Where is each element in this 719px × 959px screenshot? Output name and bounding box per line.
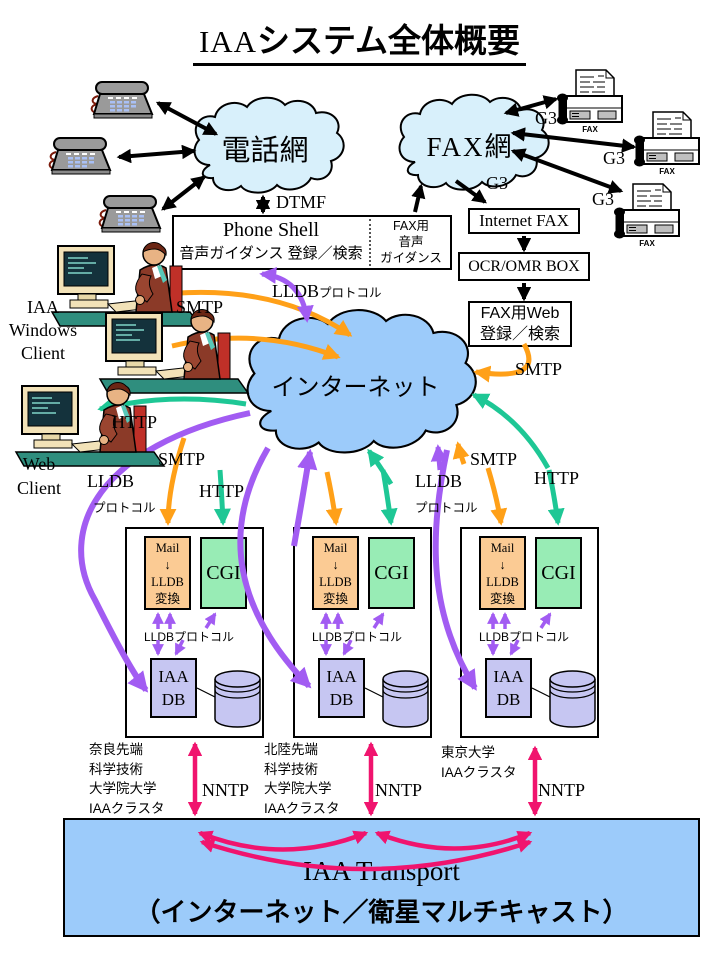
telephone-icon	[98, 195, 161, 233]
transport-subtitle: （インターネット／衛星マルチキャスト）	[134, 897, 629, 927]
ocr-omr-box: OCR/OMR BOX	[458, 252, 590, 281]
protocol-label: プロトコル	[93, 501, 156, 515]
phone-shell-left: Phone Shell 音声ガイダンス 登録／検索	[174, 217, 368, 268]
mail-lldb-convert-box: Mail ↓ LLDB 変換	[312, 536, 359, 610]
phone-shell-subtitle: 音声ガイダンス 登録／検索	[179, 245, 363, 262]
smtp-label: SMTP	[158, 449, 206, 469]
telephone-icon	[90, 81, 153, 119]
fax-machine-icon	[633, 111, 700, 177]
person-computer-icon	[99, 308, 249, 394]
cluster-box-nara: Mail ↓ LLDB 変換 CGI LLDBプロトコル IAA DB	[125, 527, 264, 738]
g3-label: G3	[603, 148, 625, 168]
http-label: HTTP	[199, 481, 244, 501]
http-label: HTTP	[112, 412, 157, 432]
site-label-hokuriku: 北陸先端 科学技術 大学院大学 IAAクラスタ	[264, 742, 340, 816]
fax-voice-guidance-label: FAX用 音声 ガイダンス	[380, 219, 442, 265]
smtp-label: SMTP	[176, 297, 224, 317]
transport-title: IAA Transport	[303, 856, 460, 886]
internet-fax-box: Internet FAX	[468, 208, 580, 234]
page-title: IAAシステム全体概要	[0, 14, 719, 66]
lldb-label: LLDB	[415, 471, 462, 491]
cgi-box: CGI	[368, 537, 415, 609]
nntp-label: NNTP	[202, 780, 250, 800]
protocol-label: プロトコル	[415, 501, 478, 515]
iaa-transport-bar: IAA Transport （インターネット／衛星マルチキャスト）	[63, 818, 700, 937]
lldb-protocol-label: LLDBプロトコル	[311, 630, 403, 644]
title-prefix: IAA	[198, 24, 258, 59]
nntp-label: NNTP	[375, 780, 423, 800]
telephone-icon	[48, 137, 111, 175]
iaa-db-box: IAA DB	[150, 658, 197, 718]
dtmf-label: DTMF	[276, 192, 327, 212]
fax-web-box: FAX用Web 登録／検索	[468, 301, 572, 347]
web-client-label: Web Client	[17, 454, 61, 498]
smtp-label: SMTP	[470, 449, 518, 469]
fax-machine-icon	[556, 69, 623, 135]
site-label-tokyo: 東京大学 IAAクラスタ	[441, 745, 517, 780]
lldb-protocol-label: LLDBプロトコル	[478, 630, 570, 644]
smtp-label: SMTP	[515, 359, 563, 379]
title-main: システム全体概要	[257, 22, 521, 59]
iaa-db-box: IAA DB	[318, 658, 365, 718]
phone-shell-title: Phone Shell	[222, 219, 320, 241]
cgi-box: CGI	[200, 537, 247, 609]
mail-lldb-convert-box: Mail ↓ LLDB 変換	[144, 536, 191, 610]
iaa-db-box: IAA DB	[485, 658, 532, 718]
site-label-nara: 奈良先端 科学技術 大学院大学 IAAクラスタ	[89, 742, 165, 816]
http-label: HTTP	[534, 468, 579, 488]
phone-shell-divider	[369, 219, 371, 266]
internet-label: インターネット	[271, 374, 440, 401]
lldb-protocol-label: LLDBプロトコル	[272, 281, 382, 302]
lldb-protocol-label: LLDBプロトコル	[143, 630, 235, 644]
g3-label: G3	[592, 189, 614, 209]
phone-shell-box: Phone Shell 音声ガイダンス 登録／検索 FAX用 音声 ガイダンス	[172, 215, 452, 270]
cgi-box: CGI	[535, 537, 582, 609]
lldb-label: LLDB	[87, 471, 134, 491]
nntp-label: NNTP	[538, 780, 586, 800]
cluster-box-hokuriku: Mail ↓ LLDB 変換 CGI LLDBプロトコル IAA DB	[293, 527, 432, 738]
protocol-text: プロトコル	[319, 286, 382, 300]
fax-network-label: FAX網	[426, 132, 514, 162]
phone2-arrow	[116, 144, 197, 164]
cluster-box-tokyo: Mail ↓ LLDB 変換 CGI LLDBプロトコル IAA DB	[460, 527, 599, 738]
g3-label: G3	[486, 173, 508, 193]
lldb-text: LLDB	[272, 281, 319, 301]
mail-lldb-convert-box: Mail ↓ LLDB 変換	[479, 536, 526, 610]
phone-network-label: 電話網	[221, 134, 309, 167]
fax-machine-icon	[613, 183, 680, 249]
iaa-windows-client-label: IAA Windows Client	[8, 297, 78, 363]
g3-label: G3	[535, 108, 557, 128]
